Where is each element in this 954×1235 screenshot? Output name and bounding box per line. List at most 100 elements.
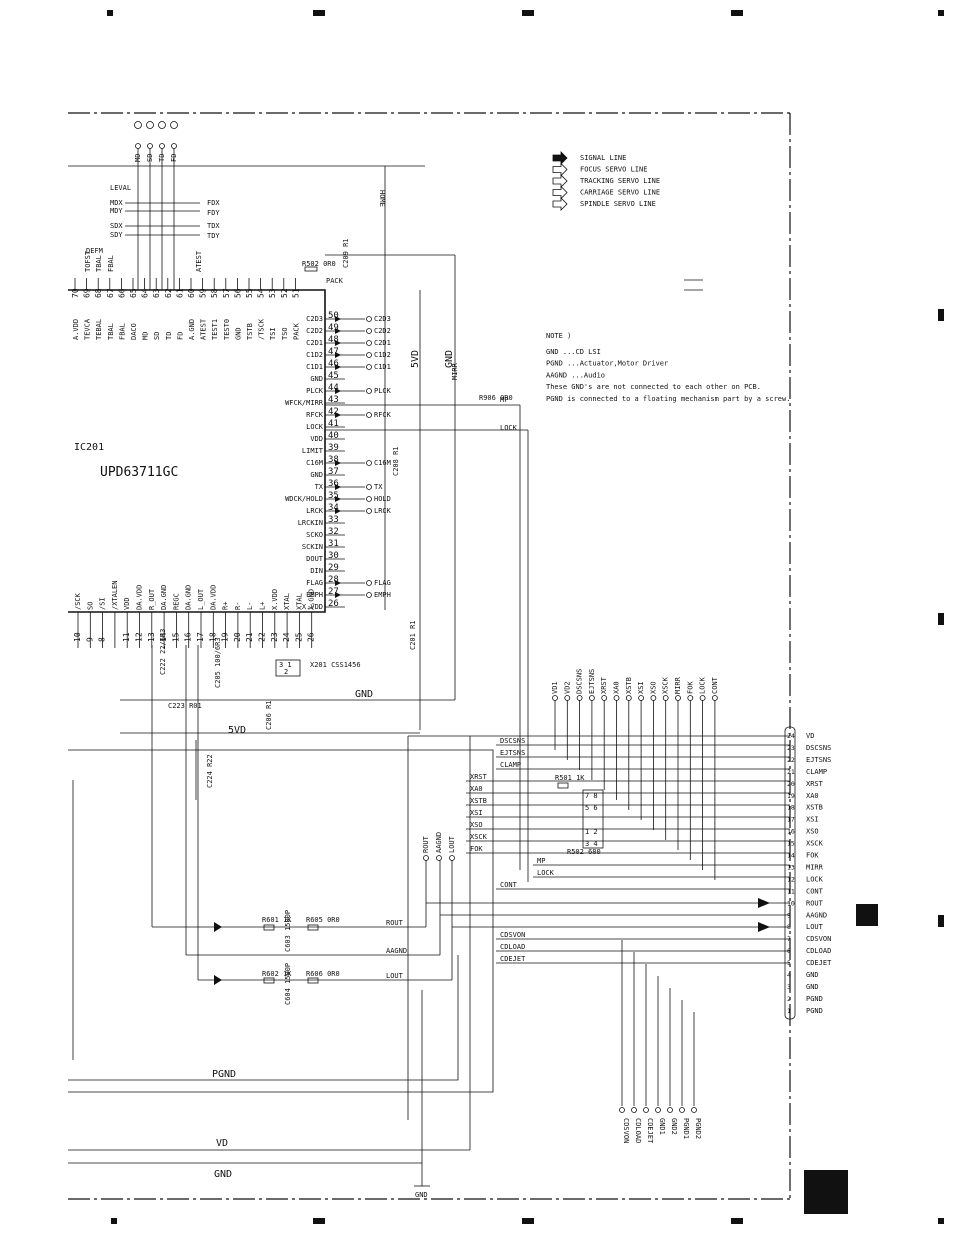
svg-text:4: 4 bbox=[787, 971, 791, 979]
resistor-network: R501 1K 7 8 5 6 1 2 3 4 R502 680 bbox=[555, 774, 604, 856]
test-point: VD1 bbox=[551, 681, 559, 750]
svg-text:C1D1: C1D1 bbox=[374, 363, 391, 371]
svg-text:CLAMP: CLAMP bbox=[500, 761, 521, 769]
svg-text:11: 11 bbox=[122, 632, 131, 642]
note-line: AAGND ...Audio bbox=[546, 371, 605, 379]
svg-text:8: 8 bbox=[98, 637, 107, 642]
svg-text:41: 41 bbox=[328, 419, 339, 429]
svg-text:25: 25 bbox=[294, 632, 303, 642]
ic-top-pins: 70A.VDD69TEVCA68TEBAL67TBAL66FBAL65DACO6… bbox=[71, 278, 300, 340]
svg-text:3 4: 3 4 bbox=[585, 840, 598, 848]
svg-text:TEST1: TEST1 bbox=[211, 319, 219, 340]
svg-text:VDD: VDD bbox=[123, 597, 131, 610]
svg-text:MIRR: MIRR bbox=[674, 676, 682, 694]
svg-text:PLCK: PLCK bbox=[374, 387, 392, 395]
ic-pin-top: 70A.VDD bbox=[71, 278, 80, 340]
svg-text:XRST: XRST bbox=[470, 773, 488, 781]
svg-text:TSI: TSI bbox=[269, 327, 277, 340]
svg-text:L+: L+ bbox=[259, 602, 267, 610]
svg-text:LOUT: LOUT bbox=[448, 835, 456, 853]
svg-text:59: 59 bbox=[199, 288, 208, 298]
svg-text:DA.GND: DA.GND bbox=[185, 585, 193, 610]
svg-text:37: 37 bbox=[328, 467, 339, 477]
svg-text:SO: SO bbox=[86, 602, 94, 610]
test-point: CDLOAD bbox=[631, 952, 642, 1143]
svg-text:62: 62 bbox=[164, 288, 173, 298]
svg-text:5 6: 5 6 bbox=[585, 804, 598, 812]
svg-text:1 2: 1 2 bbox=[585, 828, 598, 836]
svg-text:EJTSNS: EJTSNS bbox=[500, 749, 525, 757]
registration-marks bbox=[107, 10, 944, 1224]
svg-text:/TSCK: /TSCK bbox=[258, 318, 266, 340]
svg-text:TDY: TDY bbox=[207, 232, 220, 240]
test-point: AAGND bbox=[435, 832, 443, 861]
svg-text:XSO: XSO bbox=[649, 681, 657, 694]
legend-item: TRACKING SERVO LINE bbox=[552, 174, 660, 188]
svg-text:FBAL: FBAL bbox=[118, 323, 126, 340]
svg-text:7 8: 7 8 bbox=[585, 792, 598, 800]
svg-text:15: 15 bbox=[787, 840, 795, 848]
svg-text:PGND2: PGND2 bbox=[694, 1118, 702, 1139]
svg-text:55: 55 bbox=[245, 288, 254, 298]
ic-pin-bottom: L+22 bbox=[258, 602, 267, 648]
svg-text:15: 15 bbox=[171, 632, 180, 642]
svg-text:LOCK: LOCK bbox=[699, 676, 707, 694]
svg-text:GND: GND bbox=[214, 1169, 232, 1180]
svg-text:CDSVON: CDSVON bbox=[500, 931, 525, 939]
svg-text:CARRIAGE SERVO LINE: CARRIAGE SERVO LINE bbox=[580, 189, 660, 197]
note-title: NOTE ) bbox=[546, 332, 571, 340]
test-point: TD bbox=[158, 121, 166, 290]
svg-text:DSCSNS: DSCSNS bbox=[576, 669, 584, 694]
svg-text:L_OUT: L_OUT bbox=[197, 588, 205, 610]
svg-text:66: 66 bbox=[117, 288, 126, 298]
bus-line: DSCSNS bbox=[496, 737, 790, 746]
svg-text:3 1: 3 1 bbox=[279, 661, 292, 669]
svg-text:EJTSNS: EJTSNS bbox=[806, 756, 831, 764]
svg-text:R+: R+ bbox=[222, 602, 230, 610]
svg-text:VD1: VD1 bbox=[551, 681, 559, 694]
test-point: CDSVON bbox=[619, 940, 630, 1143]
svg-text:SDY: SDY bbox=[110, 231, 123, 239]
svg-text:WDCK/HOLD: WDCK/HOLD bbox=[285, 495, 323, 503]
test-point: FD bbox=[170, 121, 178, 290]
svg-text:LOCK: LOCK bbox=[806, 875, 824, 883]
svg-text:69: 69 bbox=[83, 288, 92, 298]
svg-text:XA0: XA0 bbox=[806, 792, 819, 800]
svg-text:FOK: FOK bbox=[806, 852, 819, 860]
ic-pin-bottom: R-20 bbox=[233, 602, 242, 648]
svg-text:XSCK: XSCK bbox=[806, 840, 824, 848]
ic-pin-bottom: /SI8 bbox=[98, 597, 107, 648]
svg-text:17: 17 bbox=[787, 816, 795, 824]
svg-text:C206 R1: C206 R1 bbox=[265, 700, 273, 730]
svg-text:67: 67 bbox=[106, 288, 115, 298]
svg-text:44: 44 bbox=[328, 383, 339, 393]
svg-text:20: 20 bbox=[233, 632, 242, 642]
svg-text:A.GND: A.GND bbox=[188, 319, 196, 340]
test-point: MD bbox=[134, 121, 142, 290]
svg-text:16: 16 bbox=[787, 828, 795, 836]
power-rails: 5VD GND GND 5VD PGND VD GND GND bbox=[68, 254, 790, 1199]
svg-text:DACO: DACO bbox=[130, 323, 138, 340]
bus-line: LOCK bbox=[533, 869, 790, 878]
svg-text:26: 26 bbox=[328, 599, 339, 609]
svg-text:EJTSNS: EJTSNS bbox=[588, 669, 596, 694]
